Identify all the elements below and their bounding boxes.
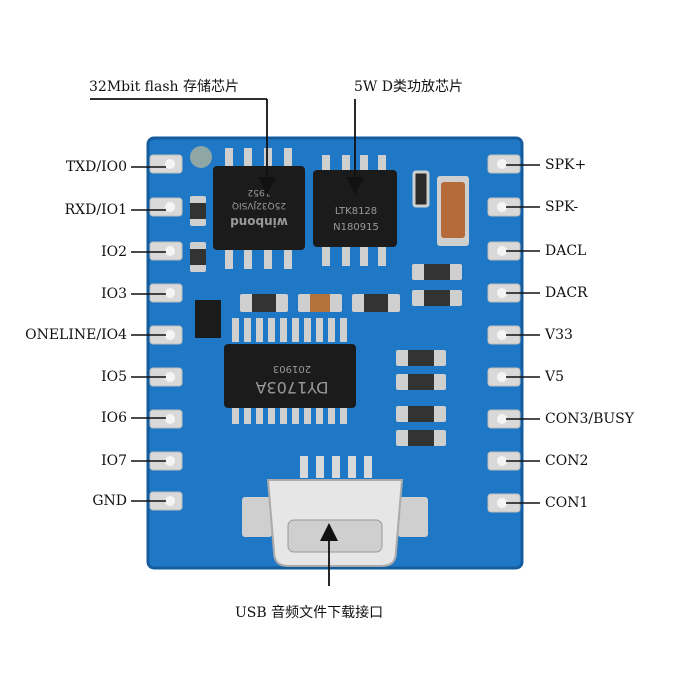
pin-label-left-5: IO5 (101, 369, 127, 385)
pin-label-right-6: CON3/BUSY (545, 411, 634, 427)
passives-middle-row (240, 294, 400, 312)
pin-label-right-7: CON2 (545, 453, 589, 469)
pin-label-right-0: SPK+ (545, 157, 587, 173)
pin-label-left-2: IO2 (101, 244, 127, 260)
pin-label-left-3: IO3 (101, 286, 127, 302)
main-marking-2: 201903 (273, 363, 311, 374)
pin-label-left-8: GND (92, 493, 127, 509)
annotation-usb: USB 音频文件下载接口 (235, 605, 384, 621)
mounting-hole (190, 146, 212, 168)
annotation-flash: 32Mbit flash 存储芯片 (89, 79, 240, 95)
top-annotation-leaders (90, 98, 364, 586)
flash-marking-3: 1952 (248, 187, 271, 197)
pin-label-right-5: V5 (545, 369, 565, 385)
main-chip: DY1703A 201903 (224, 318, 356, 424)
tantalum-capacitor (437, 176, 469, 246)
small-component (412, 170, 430, 208)
passives-upper-right (412, 264, 462, 306)
pin-label-left-0: TXD/IO0 (65, 159, 127, 175)
pin-label-left-6: IO6 (101, 410, 127, 426)
pin-label-right-4: V33 (545, 327, 573, 343)
flash-marking-2: 25Q32JVSIQ (232, 200, 286, 210)
amp-marking-1: LTK8128 (335, 206, 377, 217)
main-marking-1: DY1703A (256, 378, 329, 397)
pin-label-right-8: CON1 (545, 495, 589, 511)
passives-left (190, 196, 221, 338)
annotation-amp: 5W D类功放芯片 (354, 79, 463, 95)
resistor-stack (396, 350, 446, 446)
pin-label-right-2: DACL (545, 243, 587, 259)
amp-marking-2: N180915 (333, 222, 379, 233)
pin-label-right-3: DACR (545, 285, 588, 301)
pin-label-left-7: IO7 (101, 453, 127, 469)
pin-label-right-1: SPK- (545, 199, 579, 215)
left-leader-lines (131, 166, 166, 502)
usb-pads (300, 456, 372, 478)
flash-marking-1: winbond (230, 215, 288, 229)
flash-chip: winbond 25Q32JVSIQ 1952 (213, 148, 305, 269)
right-leader-lines (506, 164, 540, 504)
left-pad-column (149, 154, 183, 511)
pin-label-left-1: RXD/IO1 (64, 202, 127, 218)
pin-label-left-4: ONELINE/IO4 (25, 327, 127, 343)
amp-chip: LTK8128 N180915 (313, 155, 397, 266)
